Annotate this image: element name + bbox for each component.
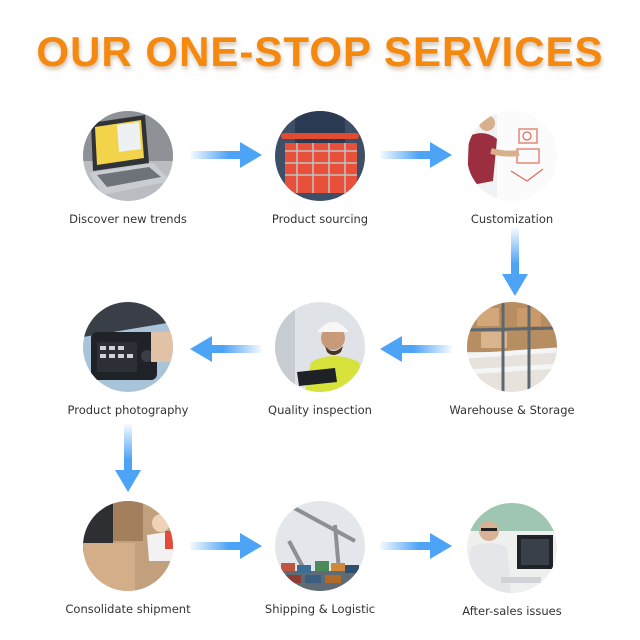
step-label: Discover new trends xyxy=(69,212,187,226)
arrow-right-icon xyxy=(190,533,262,559)
warehouse-shelves-photo xyxy=(467,302,557,392)
laptop-photo xyxy=(83,111,173,201)
step-label: After-sales issues xyxy=(462,604,562,618)
step-label: Product photography xyxy=(67,403,189,417)
step-label: Consolidate shipment xyxy=(65,602,191,616)
camera-photo xyxy=(83,302,173,392)
arrow-left-icon xyxy=(380,336,452,362)
step-label: Product sourcing xyxy=(271,212,369,226)
boxes-worker-photo xyxy=(83,501,173,591)
port-cranes-photo xyxy=(275,501,365,591)
arrow-right-icon xyxy=(380,533,452,559)
whiteboard-design-photo xyxy=(467,111,557,201)
arrow-down-icon xyxy=(502,228,528,296)
arrow-right-icon xyxy=(190,142,262,168)
shopping-cart-photo xyxy=(275,111,365,201)
step-label: Quality inspection xyxy=(268,403,372,417)
inspector-hardhat-photo xyxy=(275,302,365,392)
arrow-down-icon xyxy=(115,424,141,492)
arrow-right-icon xyxy=(380,142,452,168)
page-title: OUR ONE-STOP SERVICES xyxy=(36,28,604,75)
support-desk-photo xyxy=(467,503,557,593)
arrow-left-icon xyxy=(190,336,262,362)
step-label: Shipping & Logistic xyxy=(264,602,376,616)
step-label: Customization xyxy=(470,212,554,226)
step-label: Warehouse & Storage xyxy=(449,403,575,417)
